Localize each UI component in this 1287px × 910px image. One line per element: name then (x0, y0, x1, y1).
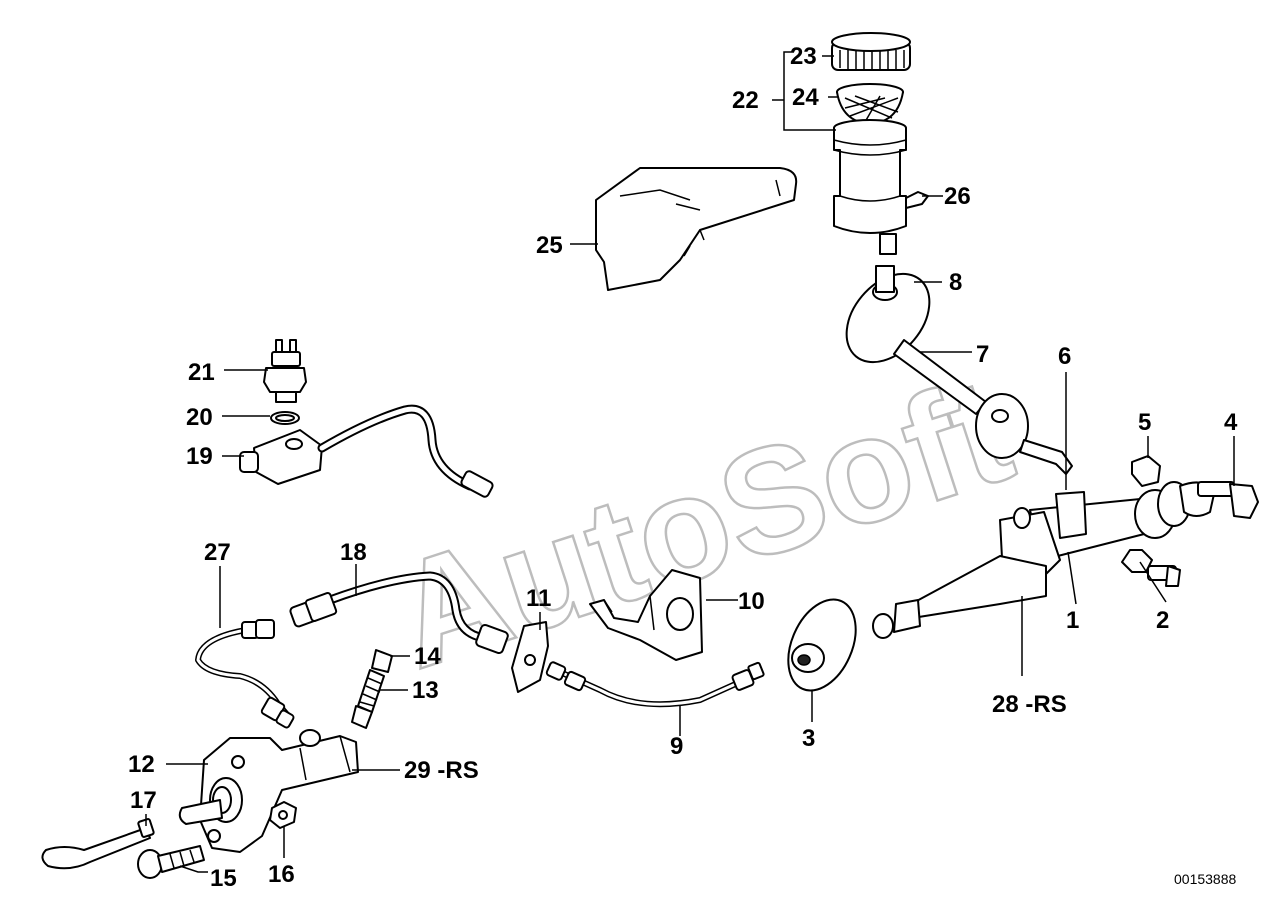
pipe-27 (195, 619, 295, 729)
nut-16 (269, 801, 297, 829)
hose-9 (545, 661, 765, 708)
label-4: 4 (1224, 409, 1238, 436)
clip-bracket (511, 621, 549, 693)
label-25: 25 (536, 232, 563, 259)
callout-labels: 23 24 22 26 25 8 7 6 5 4 2 1 28 -RS 3 10… (128, 43, 1238, 892)
diagram-code: 00153888 (1174, 871, 1237, 887)
label-5: 5 (1138, 409, 1151, 436)
label-1: 1 (1066, 607, 1079, 634)
bolt-4 (1197, 481, 1259, 519)
label-26: 26 (944, 183, 971, 210)
label-12: 12 (128, 751, 155, 778)
label-7: 7 (976, 341, 989, 368)
leader-lines (145, 51, 1235, 873)
label-28-rs: 28 -RS (992, 691, 1067, 718)
connector-block (239, 429, 323, 485)
label-17: 17 (130, 787, 157, 814)
label-13: 13 (412, 677, 439, 704)
master-cylinder (872, 481, 1215, 639)
label-3: 3 (802, 725, 815, 752)
nut-5 (1131, 455, 1161, 487)
label-19: 19 (186, 443, 213, 470)
label-9: 9 (670, 733, 683, 760)
label-16: 16 (268, 861, 295, 888)
label-2: 2 (1156, 607, 1169, 634)
label-29-rs: 29 -RS (404, 757, 479, 784)
label-8: 8 (949, 269, 962, 296)
label-11: 11 (526, 585, 551, 612)
reservoir-body (833, 119, 929, 255)
label-23: 23 (790, 43, 817, 70)
bleed-valve (351, 649, 393, 729)
label-27: 27 (204, 539, 231, 566)
label-10: 10 (738, 588, 765, 615)
label-18: 18 (340, 539, 367, 566)
cover-plate (595, 167, 798, 291)
seal-ring (270, 411, 300, 425)
label-21: 21 (188, 359, 215, 386)
slave-cylinder (178, 729, 359, 853)
label-24: 24 (792, 84, 819, 111)
label-20: 20 (186, 404, 213, 431)
reservoir-strainer (836, 83, 904, 125)
pressure-switch (263, 339, 307, 403)
bolt-2 (1121, 549, 1181, 587)
label-22: 22 (732, 87, 759, 114)
hose-18 (289, 571, 509, 654)
bracket (589, 569, 703, 661)
label-14: 14 (414, 643, 441, 670)
rubber-boot (787, 598, 857, 692)
bolt-15 (137, 845, 205, 879)
seal-flange (845, 265, 931, 364)
label-15: 15 (210, 865, 237, 892)
reservoir-cap (831, 32, 911, 71)
pipe-upper (317, 404, 494, 498)
label-6: 6 (1058, 343, 1071, 370)
slave-push-rod (41, 818, 155, 870)
